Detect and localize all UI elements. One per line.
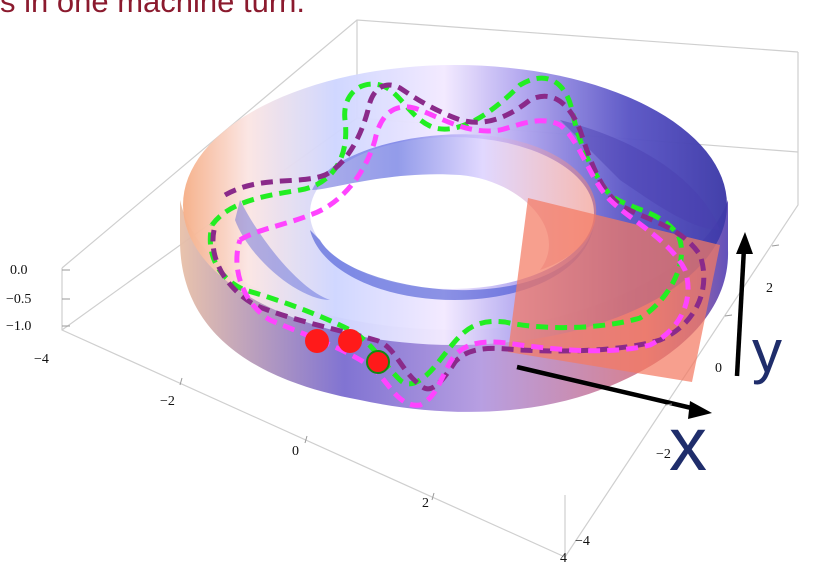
x-axis: −4 −2 0 2 4: [34, 352, 567, 566]
x-tick: 2: [422, 496, 429, 511]
path-purple: [210, 82, 707, 392]
y-arrow-head: [736, 232, 753, 254]
marker-dot: [338, 329, 362, 353]
y-arrow-label: y: [752, 318, 782, 385]
x-tick: 0: [292, 444, 299, 459]
vertical-axis: 0.0 −0.5 −1.0: [6, 263, 31, 334]
y-tick: −4: [575, 534, 590, 549]
y-tick: 0: [715, 361, 722, 376]
path-magenta: [234, 104, 691, 408]
marker-dot: [366, 350, 390, 374]
x-tick: 4: [560, 551, 567, 566]
y-axis: −4 −2 0 2: [575, 281, 773, 549]
z-tick: −0.5: [6, 292, 31, 307]
x-tick: −4: [34, 352, 49, 367]
z-tick: 0.0: [10, 263, 28, 278]
marker-dot: [305, 329, 329, 353]
x-arrow-head: [688, 401, 712, 419]
y-tick: 2: [766, 281, 773, 296]
path-green: [207, 75, 685, 387]
x-arrow-label: x: [669, 402, 707, 487]
direction-arrows: [516, 232, 753, 419]
trajectories: [207, 75, 707, 408]
caption: s in one machine turn.: [0, 0, 306, 19]
y-tick: −2: [656, 447, 671, 462]
x-tick: −2: [160, 394, 175, 409]
markers: [305, 329, 390, 374]
tick-marks: [62, 244, 780, 501]
z-tick: −1.0: [6, 319, 31, 334]
